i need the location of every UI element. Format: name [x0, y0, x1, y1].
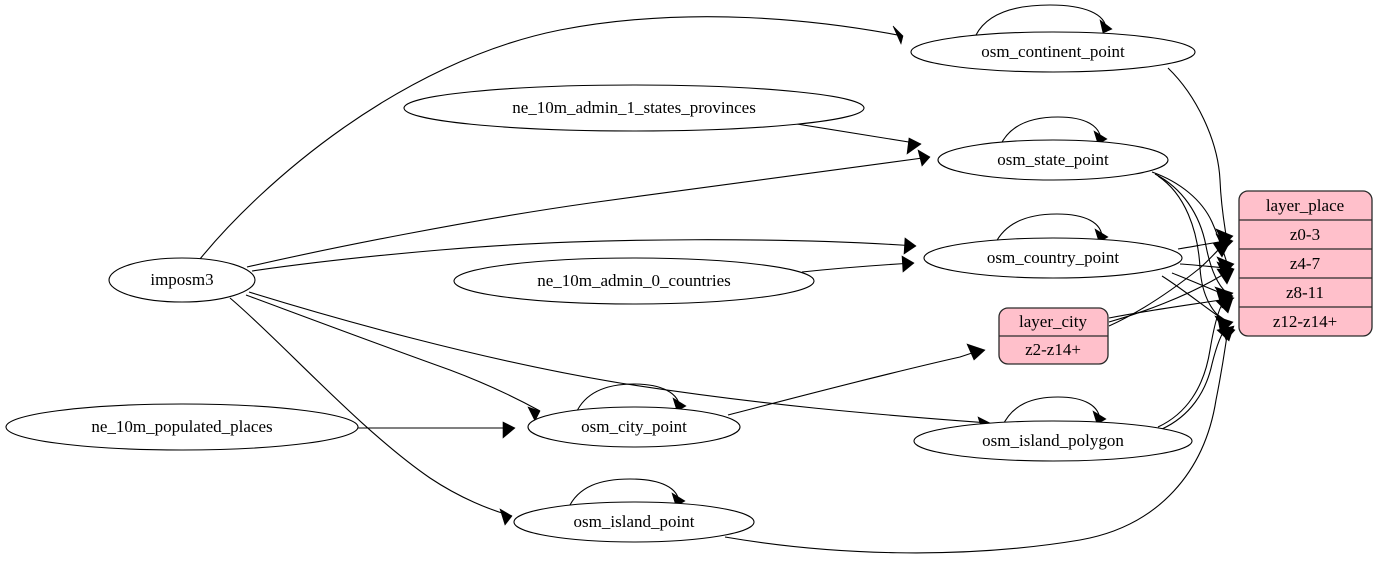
edge-ne_states-to-osm_state_point — [796, 123, 922, 155]
record-layer_place-row-z4-7[interactable]: z4-7 — [1290, 254, 1321, 273]
node-osm_island_point-label: osm_island_point — [574, 512, 695, 531]
node-osm_country_point-label: osm_country_point — [987, 248, 1119, 267]
record-layer_place-title: layer_place — [1266, 196, 1344, 215]
node-ne_10m_admin_0_countries[interactable]: ne_10m_admin_0_countries — [453, 257, 815, 305]
node-osm_continent_point[interactable]: osm_continent_point — [910, 31, 1196, 73]
node-osm_city_point[interactable]: osm_city_point — [527, 406, 741, 448]
node-osm_state_point-label: osm_state_point — [997, 150, 1109, 169]
edge-self-loop-osm_city_point — [575, 383, 687, 414]
record-layer_city[interactable]: layer_city z2-z14+ — [998, 307, 1109, 365]
edge-imposm3-to-osm_state_point — [246, 149, 931, 268]
edge-imposm3-to-osm_continent_point — [199, 16, 904, 260]
node-osm_country_point[interactable]: osm_country_point — [923, 237, 1183, 279]
record-layer_city-row-z2-z14plus[interactable]: z2-z14+ — [1025, 340, 1081, 359]
edge-ne_countries-to-osm_country_point — [801, 255, 915, 273]
edge-self-loop-osm_continent_point — [975, 4, 1113, 36]
record-layer_place-row-z12-z14plus[interactable]: z12-z14+ — [1273, 312, 1337, 331]
node-imposm3-label: imposm3 — [150, 270, 213, 289]
record-layer_place[interactable]: layer_place z0-3 z4-7 z8-11 z12-z14+ — [1238, 190, 1373, 337]
node-ne_10m_admin_1_states_provinces-label: ne_10m_admin_1_states_provinces — [512, 98, 756, 117]
node-ne_10m_populated_places-label: ne_10m_populated_places — [91, 417, 272, 436]
node-osm_island_polygon-label: osm_island_polygon — [982, 431, 1124, 450]
node-imposm3[interactable]: imposm3 — [108, 257, 256, 303]
edge-ne_populated-to-osm_city_point — [358, 421, 516, 439]
edge-imposm3-to-osm_city_point — [245, 294, 541, 422]
node-osm_island_point[interactable]: osm_island_point — [513, 501, 755, 543]
node-ne_10m_populated_places[interactable]: ne_10m_populated_places — [5, 403, 359, 451]
records-layer: layer_place z0-3 z4-7 z8-11 z12-z14+ lay… — [998, 190, 1373, 365]
edge-osm_city_point-to-layer_city-z2-z14 — [727, 343, 986, 416]
node-osm_state_point[interactable]: osm_state_point — [937, 139, 1169, 181]
node-osm_continent_point-label: osm_continent_point — [981, 42, 1125, 61]
record-layer_city-title: layer_city — [1019, 312, 1087, 331]
edge-imposm3-to-osm_island_point — [229, 297, 513, 526]
record-layer_place-row-z8-11[interactable]: z8-11 — [1286, 283, 1324, 302]
node-osm_island_polygon[interactable]: osm_island_polygon — [913, 420, 1193, 462]
edge-osm_island_point-to-layer_place-z12-z14 — [724, 322, 1236, 554]
edge-self-loop-osm_state_point — [999, 116, 1108, 147]
node-ne_10m_admin_1_states_provinces[interactable]: ne_10m_admin_1_states_provinces — [403, 84, 865, 132]
nodes-layer: imposm3 ne_10m_populated_places ne_10m_a… — [5, 31, 1196, 543]
edge-self-loop-osm_island_polygon — [1001, 396, 1107, 428]
edge-imposm3-to-osm_country_point — [251, 237, 917, 272]
edge-osm_island_polygon-to-layer_place-z12-z14 — [1161, 325, 1235, 430]
edges-layer — [199, 4, 1236, 554]
edge-layer_city-to-layer_place-z8-11 — [1108, 291, 1235, 319]
node-osm_city_point-label: osm_city_point — [581, 417, 687, 436]
edge-osm_continent_point-to-layer_place-z0-3 — [1167, 67, 1234, 246]
record-layer_place-row-z0-3[interactable]: z0-3 — [1290, 225, 1320, 244]
node-ne_10m_admin_0_countries-label: ne_10m_admin_0_countries — [537, 271, 731, 290]
